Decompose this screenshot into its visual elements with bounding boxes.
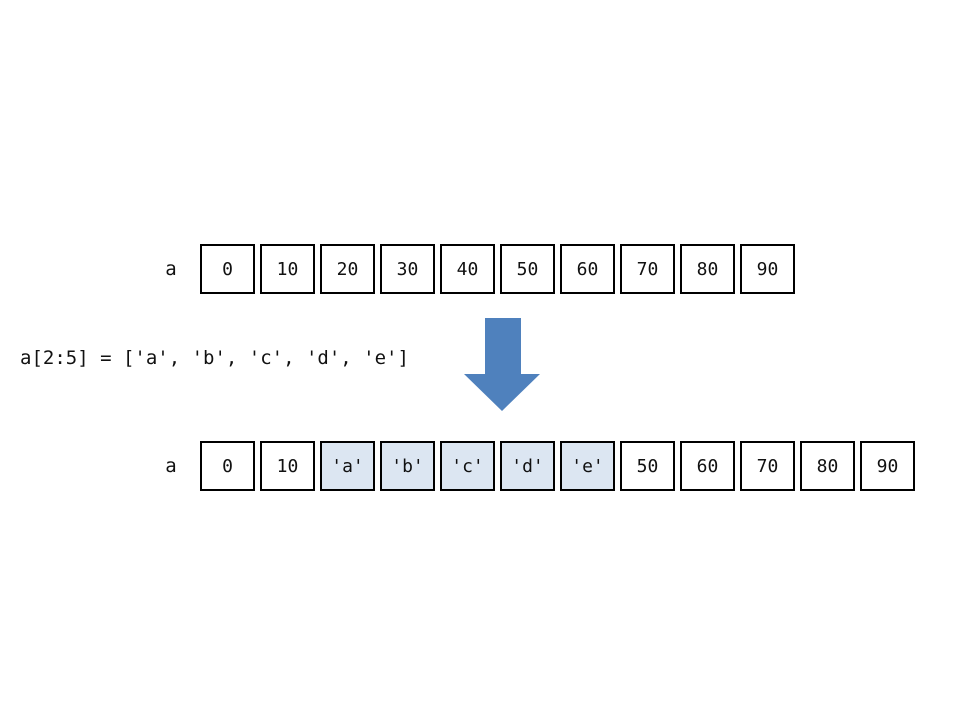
down-arrow-icon [464,318,540,411]
array-cell: 80 [800,441,855,491]
array-cell: 70 [620,244,675,294]
array-cell: 10 [260,441,315,491]
after-var-label: a [165,455,177,477]
array-cell: 0 [200,244,255,294]
array-cell: 40 [440,244,495,294]
array-cell: 50 [620,441,675,491]
array-cell: 50 [500,244,555,294]
slice-assignment-code: a[2:5] = ['a', 'b', 'c', 'd', 'e'] [20,347,409,369]
before-var-label: a [165,258,177,280]
array-cell: 90 [740,244,795,294]
array-cell: 20 [320,244,375,294]
array-cell: 'd' [500,441,555,491]
array-cell: 0 [200,441,255,491]
array-cell: 'c' [440,441,495,491]
array-cell: 80 [680,244,735,294]
array-cell: 60 [680,441,735,491]
array-cell: 70 [740,441,795,491]
array-cell: 10 [260,244,315,294]
array-cell: 'e' [560,441,615,491]
array-cell: 'b' [380,441,435,491]
array-cell: 30 [380,244,435,294]
array-cell: 60 [560,244,615,294]
array-cell: 90 [860,441,915,491]
array-cell: 'a' [320,441,375,491]
